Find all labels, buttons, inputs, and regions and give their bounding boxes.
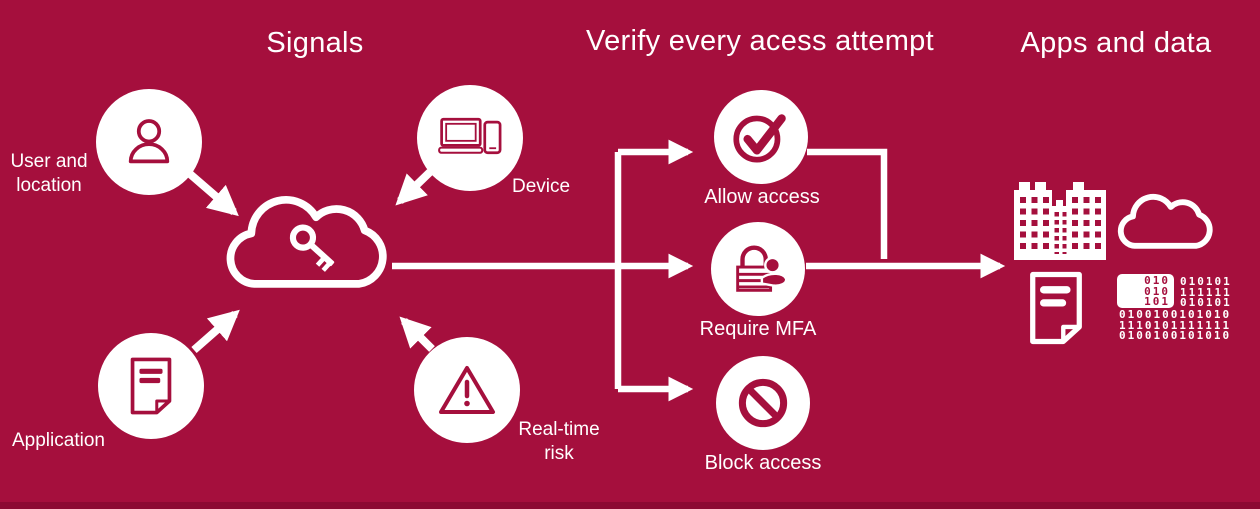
arrow-user-to-cloud [187, 170, 239, 217]
cloud-key-icon [226, 196, 387, 288]
line-allow-to-merge [807, 148, 888, 259]
require-mfa-label: Require MFA [699, 318, 817, 340]
arrow-application-to-cloud [191, 309, 240, 354]
person-icon [128, 119, 170, 164]
user-location-label: User and location [10, 151, 88, 196]
prohibition-icon [738, 378, 788, 428]
device-label: Device [512, 176, 571, 197]
block-access-label: Block access [704, 452, 822, 474]
building-icon [1014, 182, 1106, 260]
allow-access-label: Allow access [704, 186, 820, 208]
cloud-icon [1117, 193, 1213, 249]
binary-bottom-rows: 0100100101010 1110101111111 010010010101… [1119, 308, 1232, 342]
bottom-accent-bar [0, 502, 1260, 509]
real-time-risk-label: Real-time risk [518, 419, 600, 464]
signal-user-node [96, 89, 202, 195]
signal-application-node [98, 333, 204, 439]
require-mfa-node [711, 222, 805, 316]
file-icon [1030, 271, 1082, 345]
laptop-phone-icon [438, 117, 502, 155]
lock-user-icon [736, 245, 788, 292]
arrow-risk-to-cloud [399, 316, 435, 352]
application-label: Application [12, 430, 105, 451]
signal-device-node [417, 85, 523, 191]
block-access-node [716, 356, 810, 450]
check-circle-icon [733, 114, 786, 163]
document-icon [130, 357, 172, 415]
verify-section-title: Verify every acess attempt [586, 25, 934, 57]
arrow-device-to-cloud [395, 169, 433, 206]
binary-side-rows: 010101 111111 010101 [1180, 275, 1232, 309]
signals-section-title: Signals [266, 27, 364, 59]
allow-access-node [714, 90, 808, 184]
signal-risk-node [414, 337, 520, 443]
binary-box: 010 010 101 [1117, 274, 1174, 308]
warning-triangle-icon [439, 366, 495, 414]
apps-and-data-section-title: Apps and data [1020, 27, 1212, 59]
binary-data-icon: 010 010 101 010101 111111 010101 0100100… [1117, 274, 1260, 346]
